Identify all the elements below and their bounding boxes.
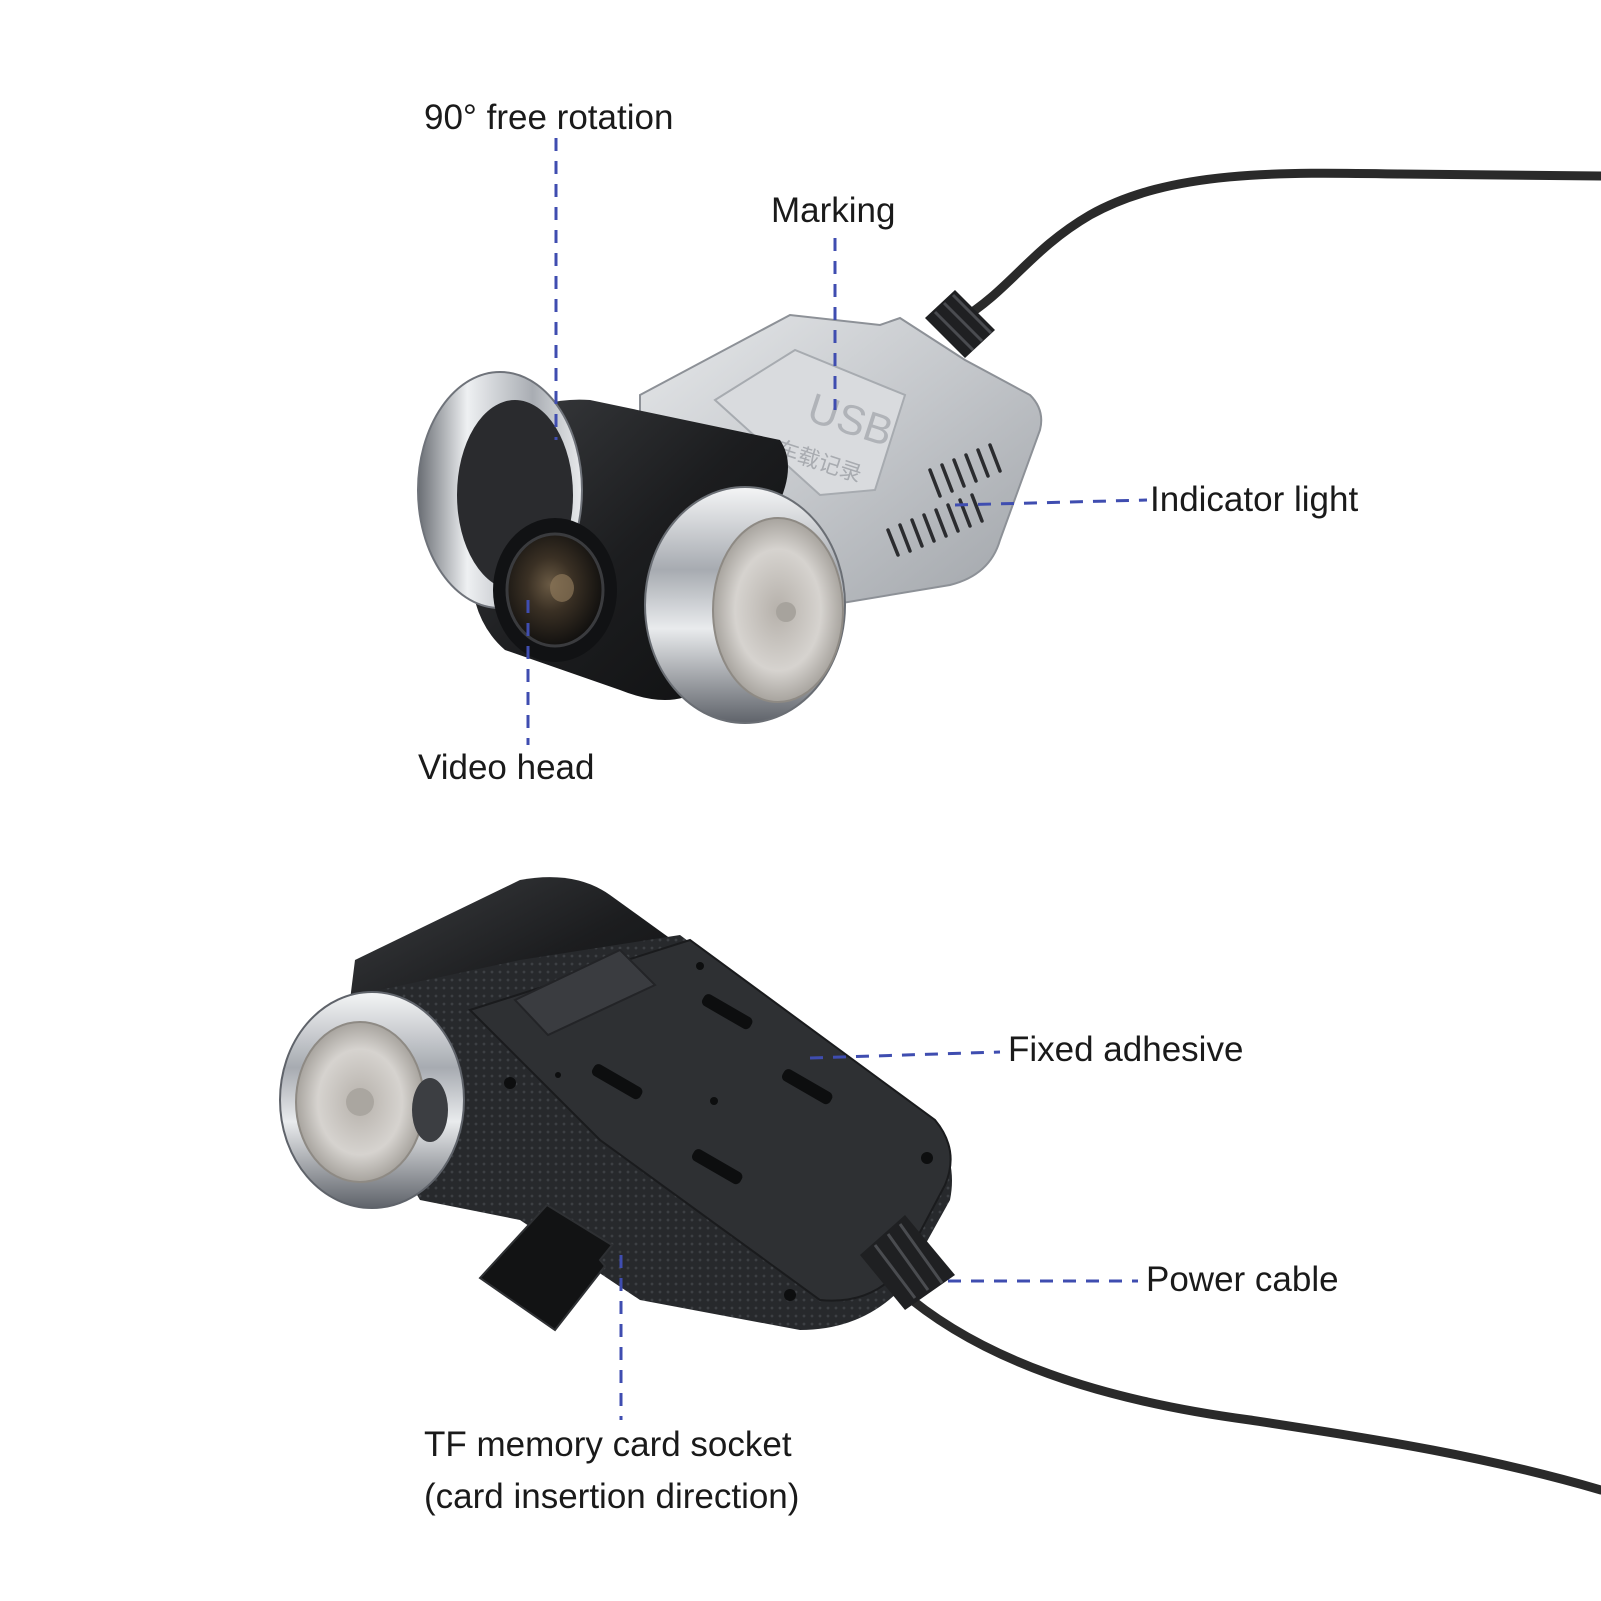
tf-memory-card [478,1203,614,1332]
label-tf-line1: TF memory card socket [424,1425,792,1464]
label-fixed-adhesive: Fixed adhesive [1008,1030,1244,1069]
marking-plate [713,348,907,497]
label-indicator-light: Indicator light [1150,480,1359,519]
label-power-cable: Power cable [1146,1260,1339,1299]
bottom-camera-device [279,877,1601,1495]
top-power-cable [955,168,1601,325]
indicator-light-vents [886,443,1002,557]
leader-adhesive [809,1050,1001,1060]
label-tf-line2: (card insertion direction) [424,1477,800,1516]
bottom-power-cable [895,1285,1601,1495]
top-cable-strain-relief [925,290,995,358]
label-video-head: Video head [418,748,595,787]
leader-indicator [954,498,1148,507]
leader-lines [526,138,1148,1420]
label-rotation: 90° free rotation [424,98,674,137]
adhesive-slots [591,994,833,1185]
label-marking: Marking [771,191,896,230]
top-camera-device: USB 车载记录 [417,168,1601,724]
